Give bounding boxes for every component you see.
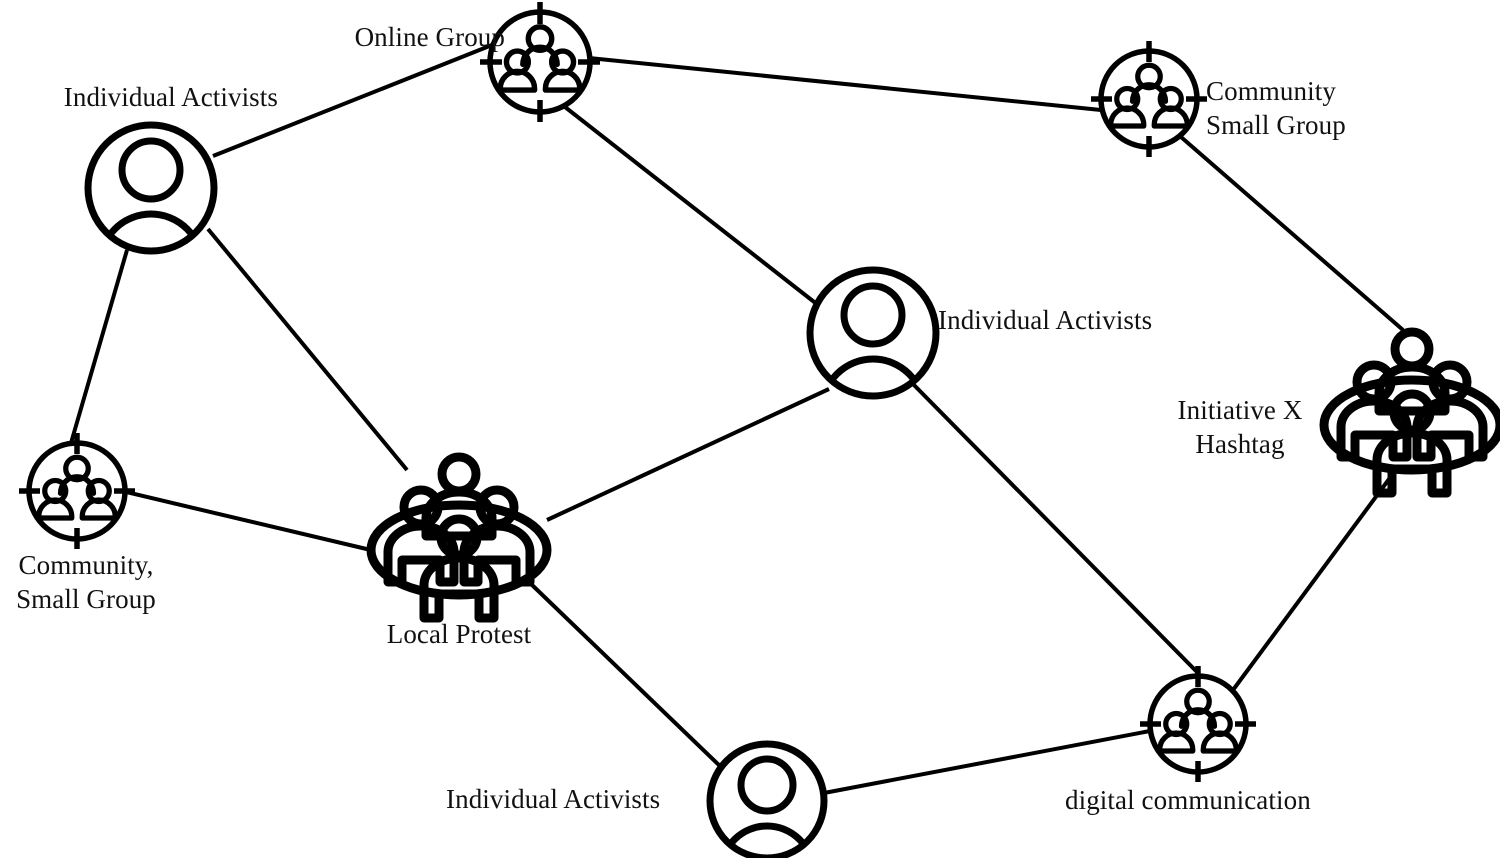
label-initiative-x-hashtag: Initiative X Hashtag — [1177, 395, 1303, 460]
label-online-group: Online Group — [354, 22, 505, 52]
label-digital-communication: digital communication — [1065, 785, 1311, 815]
crosshair-ticks — [19, 433, 135, 549]
three-people-glyph — [1157, 687, 1239, 754]
edge-online-group-to-community-small-group-topright — [588, 56, 1102, 112]
edge-online-group-to-individual-activists-middle — [563, 105, 820, 307]
node-community-small-group-topright[interactable] — [1091, 41, 1207, 157]
label-community-small-group-topright: Community Small Group — [1206, 76, 1346, 141]
crosshair-ticks — [1140, 666, 1256, 782]
person-in-circle-icon — [706, 740, 828, 858]
node-individual-activists-topleft[interactable] — [84, 121, 218, 316]
edge-individual-activists-topleft-to-community-bottomleft — [69, 249, 129, 444]
edge-community-bottomleft-to-local-protest — [125, 490, 376, 553]
edge-individual-activists-topleft-to-online-group — [212, 43, 493, 158]
label-individual-activists-middle: Individual Activists — [938, 305, 1153, 335]
three-people-glyph — [1108, 62, 1190, 129]
label-community-small-group-bottomleft: Community, Small Group — [16, 550, 156, 615]
person-glyph — [717, 755, 817, 855]
edges-layer — [69, 43, 1405, 795]
node-individual-activists-bottom[interactable] — [706, 740, 828, 858]
edge-individual-activists-topleft-to-local-protest — [206, 227, 409, 472]
node-initiative-x-hashtag[interactable] — [1319, 327, 1500, 498]
edge-individual-activists-middle-to-digital-communication — [911, 382, 1199, 674]
crosshair-ticks — [480, 2, 600, 122]
node-individual-activists-middle[interactable] — [806, 266, 940, 461]
person-glyph — [818, 282, 928, 393]
person-in-circle-icon — [806, 266, 940, 400]
node-local-protest[interactable] — [366, 452, 552, 623]
label-local-protest: Local Protest — [386, 619, 532, 649]
edge-local-protest-to-individual-activists-middle — [546, 387, 830, 522]
crowd-ring — [1319, 375, 1500, 475]
edge-community-small-group-topright-to-initiative-x — [1179, 135, 1405, 332]
crosshair-ticks — [1091, 41, 1207, 157]
three-people-glyph — [497, 24, 583, 93]
edge-initiative-x-to-digital-communication — [1231, 469, 1397, 692]
label-individual-activists-topleft: Individual Activists — [63, 82, 278, 112]
edge-local-protest-to-individual-activists-bottom — [528, 581, 724, 770]
node-community-small-group-bottomleft[interactable] — [19, 433, 135, 549]
person-in-circle-icon — [84, 121, 218, 255]
node-online-group[interactable] — [480, 2, 600, 122]
node-digital-communication[interactable] — [1140, 666, 1256, 782]
edge-individual-activists-bottom-to-digital-communication — [823, 729, 1151, 795]
three-people-glyph — [36, 454, 118, 521]
person-glyph — [96, 137, 206, 248]
crowd-ring — [366, 500, 552, 600]
label-individual-activists-bottom: Individual Activists — [446, 784, 661, 814]
